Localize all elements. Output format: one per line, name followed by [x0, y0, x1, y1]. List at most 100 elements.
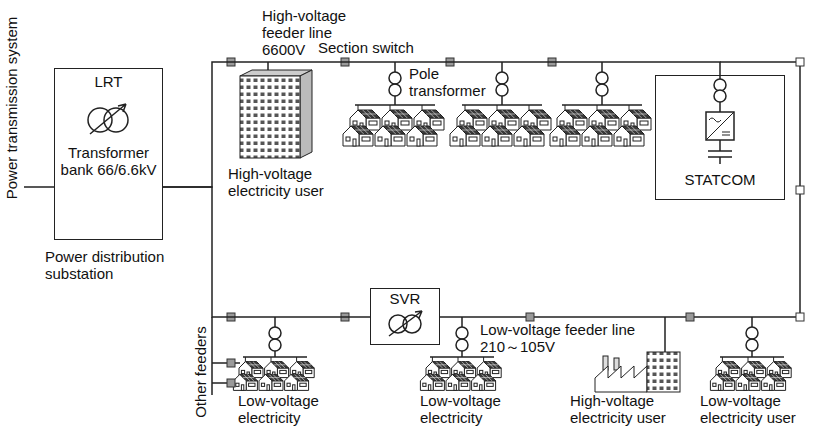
- house-window: [300, 383, 306, 386]
- panel-grid: [594, 126, 608, 134]
- panel-grid: [526, 126, 540, 134]
- drop-wire: [358, 105, 359, 110]
- statcom-box: STATCOM: [655, 75, 785, 200]
- house-window: [441, 370, 447, 373]
- house-side: [252, 368, 263, 378]
- house-icon: [614, 126, 644, 146]
- house-door: [385, 139, 388, 146]
- panel-grid: [601, 110, 615, 118]
- service-wire: [720, 317, 784, 357]
- house-window: [436, 383, 442, 386]
- house-side: [459, 381, 470, 391]
- panel-grid: [419, 126, 433, 134]
- house-side: [366, 118, 380, 130]
- house-window: [453, 137, 457, 141]
- house-front: [343, 126, 359, 146]
- box-text: Transformer bank 66/6.6kV: [59, 145, 159, 179]
- house-window: [385, 121, 389, 125]
- panel-grid: [633, 110, 647, 118]
- house-side: [573, 118, 587, 130]
- converter: [706, 112, 734, 140]
- house-window: [601, 137, 609, 141]
- house-side: [774, 381, 785, 391]
- vertical-label: Power transmission system: [4, 17, 21, 200]
- vertical-label: Other feeders: [193, 326, 210, 418]
- house-side: [246, 381, 257, 391]
- house-icon: [420, 374, 444, 390]
- house-window: [540, 121, 548, 125]
- house-window: [394, 137, 402, 141]
- house-side: [359, 134, 373, 146]
- house-window: [640, 121, 648, 125]
- house-window: [533, 137, 541, 141]
- house-front: [375, 126, 391, 146]
- house-door: [560, 139, 563, 146]
- box-title: SVR: [390, 291, 421, 308]
- house-door: [267, 385, 269, 391]
- building-front: [240, 76, 300, 158]
- house-icon: [259, 374, 283, 390]
- house-front: [614, 126, 630, 146]
- panel-grid: [430, 374, 441, 380]
- house-side: [498, 134, 512, 146]
- house-icon: [710, 374, 734, 390]
- transformer-coil: [496, 72, 508, 84]
- transformer-coil: [389, 84, 401, 96]
- house-window: [560, 121, 564, 125]
- house-window: [426, 137, 434, 141]
- panel-grid: [456, 374, 467, 380]
- panel-grid: [274, 362, 285, 368]
- house-icon: [407, 126, 437, 146]
- house-icon: [446, 374, 470, 390]
- panel-grid: [494, 126, 508, 134]
- feeder-line: [163, 187, 370, 317]
- house-side: [630, 134, 644, 146]
- house-window: [249, 383, 255, 386]
- house-window: [617, 137, 621, 141]
- house-door: [480, 385, 482, 391]
- house-door: [718, 385, 720, 391]
- house-side: [297, 381, 308, 391]
- house-window: [751, 383, 757, 386]
- panel-grid: [243, 374, 254, 380]
- house-window: [633, 137, 641, 141]
- house-window: [713, 383, 716, 386]
- house-door: [293, 385, 295, 391]
- house-side: [729, 368, 740, 378]
- capacitor: [708, 151, 732, 157]
- panel-grid: [777, 362, 788, 368]
- house-front: [710, 374, 723, 390]
- pole-transformer-group: [710, 317, 791, 390]
- house-icon: [550, 126, 580, 146]
- house-icon: [472, 374, 496, 390]
- house-window: [744, 370, 747, 373]
- house-door: [353, 139, 356, 146]
- text-label: Section switch: [318, 40, 414, 57]
- panel-grid: [751, 362, 762, 368]
- house-side: [505, 118, 519, 130]
- house-icon: [736, 374, 760, 390]
- house-window: [241, 370, 244, 373]
- house-window: [738, 383, 741, 386]
- text-label: High-voltage electricity user: [228, 166, 358, 200]
- house-front: [450, 126, 466, 146]
- house-window: [305, 370, 311, 373]
- house-front: [762, 374, 775, 390]
- house-window: [469, 137, 477, 141]
- panel-grid: [436, 362, 447, 368]
- house-door: [624, 139, 627, 146]
- house-side: [605, 118, 619, 130]
- house-window: [480, 370, 483, 373]
- transformer-coil: [456, 327, 468, 339]
- house-front: [550, 126, 566, 146]
- svr-symbol: [389, 311, 422, 336]
- house-door: [417, 139, 420, 146]
- panel-grid: [569, 110, 583, 118]
- panel-grid: [487, 362, 498, 368]
- house-side: [398, 118, 412, 130]
- panel-grid: [461, 362, 472, 368]
- house-side: [423, 134, 437, 146]
- house-window: [287, 383, 290, 386]
- house-side: [439, 368, 450, 378]
- open-switch: [796, 58, 804, 66]
